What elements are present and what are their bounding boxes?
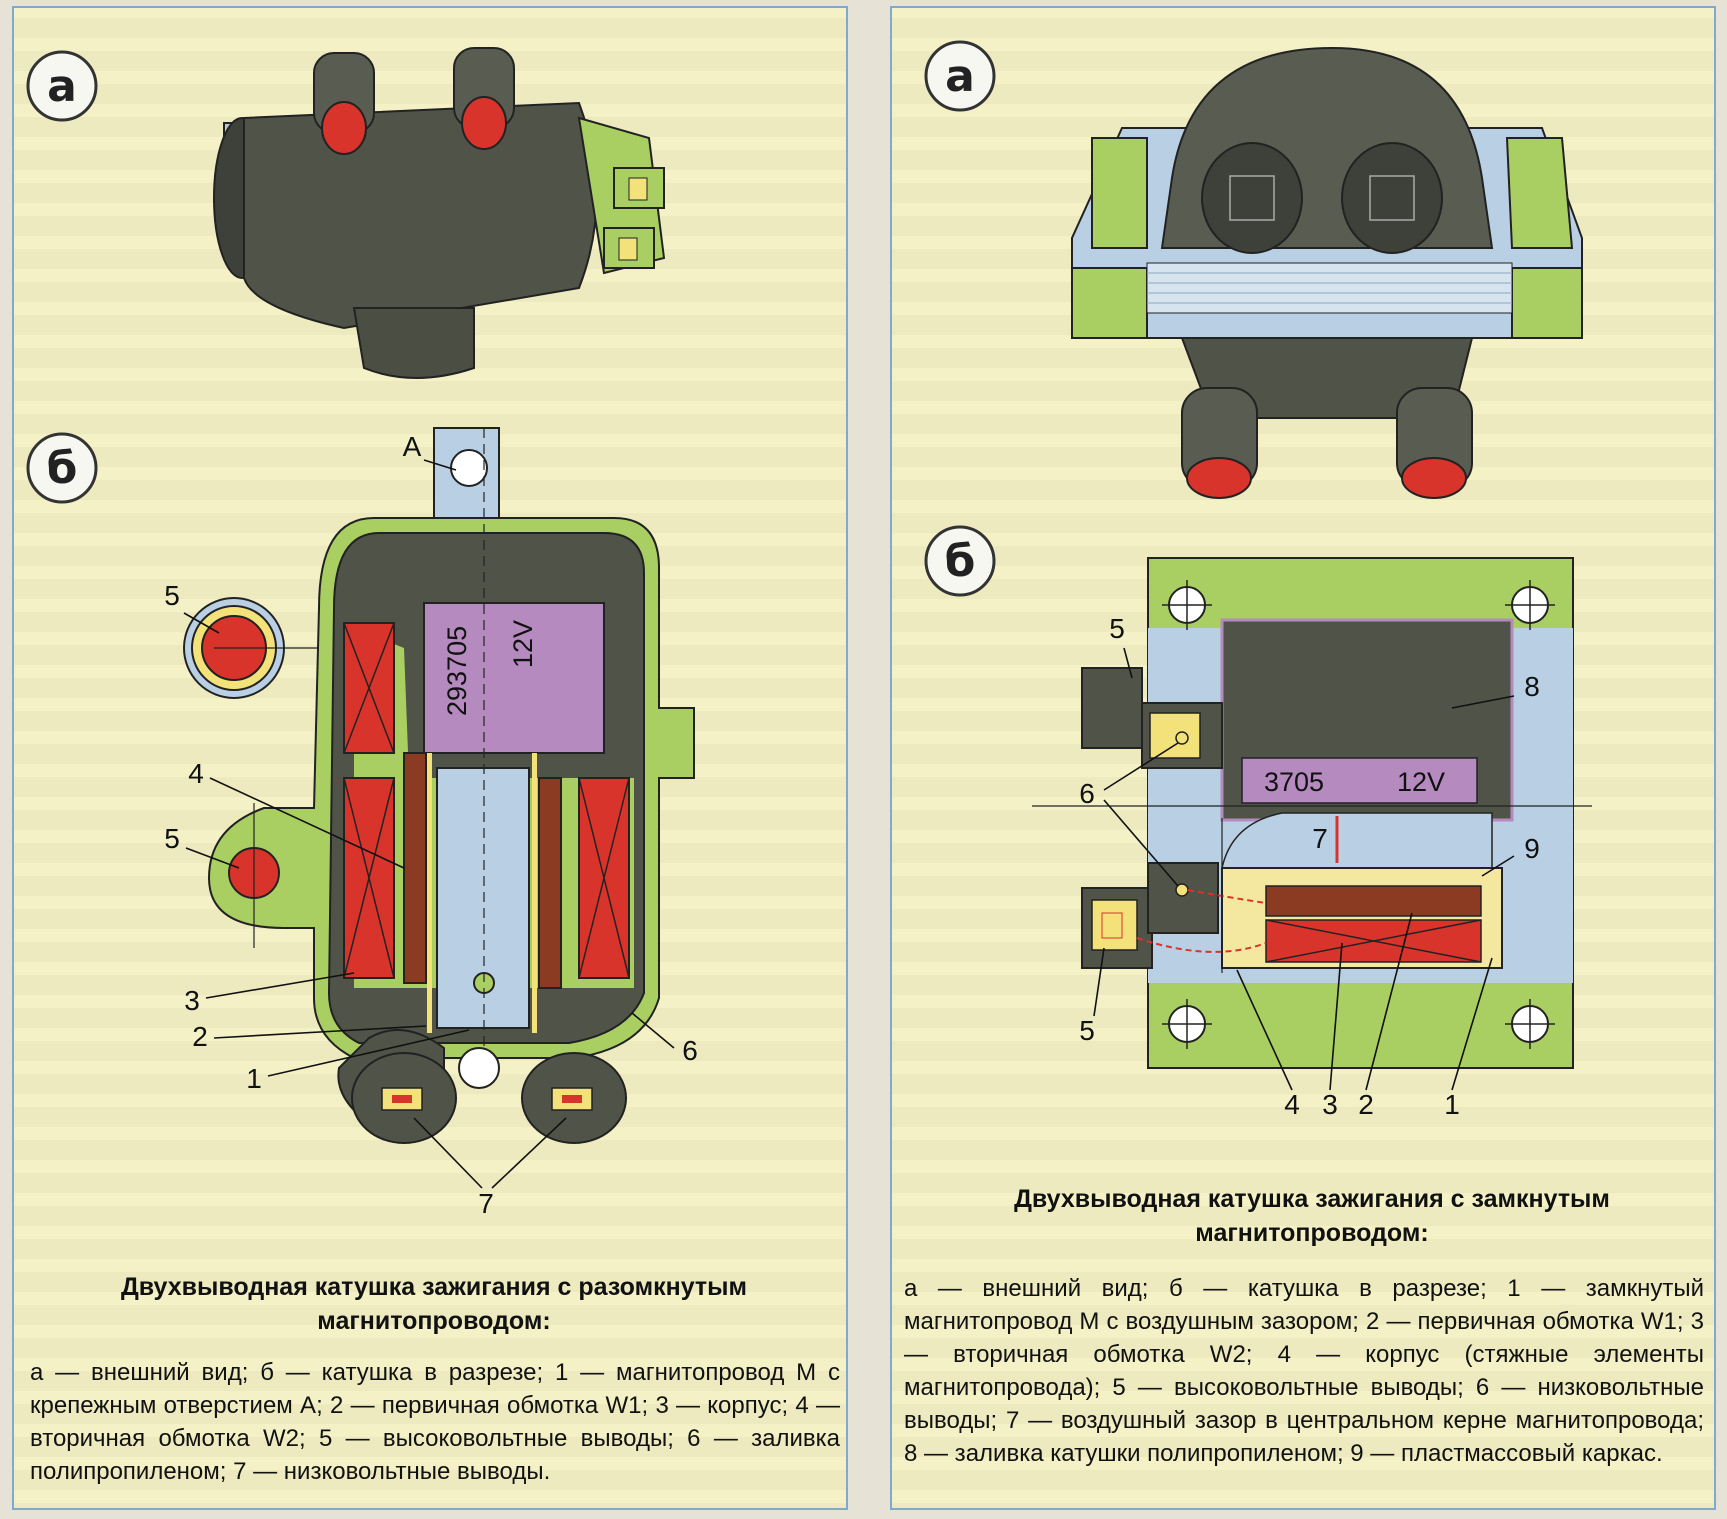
callout-9: 9 [1524, 833, 1540, 864]
coil-cross-section: 3705 12V [1032, 557, 1592, 1069]
right-figure-panel: а б [890, 6, 1716, 1510]
left-core-voltage: 12V [508, 620, 538, 668]
callout-7: 7 [478, 1188, 494, 1219]
faded-text-row [14, 1338, 846, 1358]
faded-text-row [14, 1173, 846, 1193]
faded-text-row [14, 414, 846, 434]
left-callouts: A 5 4 5 3 2 1 6 7 [164, 431, 698, 1219]
callout-3: 3 [1322, 1089, 1338, 1120]
faded-text-row [892, 18, 1714, 38]
faded-text-row [892, 1404, 1714, 1424]
right-caption-body: а — внешний вид; б — катушка в разрезе; … [904, 1275, 1704, 1467]
left-caption-body: а — внешний вид; б — катушка в разрезе; … [30, 1359, 840, 1485]
faded-text-row [892, 1470, 1714, 1490]
badge-b-left: б [47, 443, 78, 494]
left-diagram: а б 293705 1 2 [26, 47, 698, 1219]
faded-text-row [892, 1305, 1714, 1325]
faded-text-row [892, 1140, 1714, 1160]
left-core-code: 293705 [442, 626, 472, 716]
faded-text-row [14, 1206, 846, 1226]
right-core-voltage: 12V [1397, 767, 1445, 797]
faded-text-row [14, 381, 846, 401]
badge-b-right: б [945, 536, 976, 587]
left-caption-title: Двухвыводная катушка зажигания с разомкн… [120, 1273, 748, 1335]
badge-a-left: а [47, 61, 77, 112]
callout-label-A: A [403, 431, 422, 462]
coil-cross-section: 293705 12V [183, 427, 695, 1144]
faded-text-row [14, 1305, 846, 1325]
faded-text-row [14, 1371, 846, 1391]
faded-text-row [892, 447, 1714, 467]
faded-text-row [892, 480, 1714, 500]
faded-text-row [14, 1437, 846, 1457]
faded-text-row [892, 1173, 1714, 1193]
callout-5-top: 5 [1109, 613, 1125, 644]
callout-2: 2 [192, 1021, 208, 1052]
right-core-code: 3705 [1264, 767, 1324, 797]
faded-text-row [892, 1206, 1714, 1226]
faded-text-row [14, 1272, 846, 1292]
faded-text-row [892, 513, 1714, 533]
faded-text-row [14, 480, 846, 500]
faded-text-row [892, 1272, 1714, 1292]
left-figure-panel: а б 293705 1 2 [12, 6, 848, 1510]
faded-text-row [14, 84, 846, 104]
callout-5-bottom: 5 [164, 823, 180, 854]
faded-text-row [892, 1503, 1714, 1508]
callout-1: 1 [246, 1063, 262, 1094]
coil-external-view [1071, 46, 1583, 499]
badge-a-circle [26, 50, 98, 122]
callout-3: 3 [184, 985, 200, 1016]
faded-text-row [892, 1107, 1714, 1127]
callout-4: 4 [1284, 1089, 1300, 1120]
callout-7: 7 [1312, 823, 1328, 854]
faded-text-row [892, 414, 1714, 434]
badge-a-circle [924, 40, 996, 112]
badge-b-circle [26, 432, 98, 504]
callout-5-bottom: 5 [1079, 1015, 1095, 1046]
callout-5-top: 5 [164, 580, 180, 611]
right-diagram: а б [924, 40, 1592, 1120]
faded-text-row [14, 1140, 846, 1160]
faded-text-row [14, 1239, 846, 1259]
faded-text-row [892, 1338, 1714, 1358]
faded-text-row [14, 1503, 846, 1508]
faded-text-row [892, 1371, 1714, 1391]
coil-external-view [213, 47, 666, 379]
right-callouts: 5 8 6 7 9 5 4 3 2 1 [1079, 613, 1540, 1120]
faded-text-row [14, 51, 846, 71]
faded-text-row [892, 1239, 1714, 1259]
faded-text-row [14, 18, 846, 38]
callout-2: 2 [1358, 1089, 1374, 1120]
callout-6: 6 [1079, 778, 1095, 809]
callout-6: 6 [682, 1035, 698, 1066]
faded-text-row [14, 447, 846, 467]
badge-b-circle [924, 525, 996, 597]
callout-4: 4 [188, 758, 204, 789]
callout-8: 8 [1524, 671, 1540, 702]
faded-text-row [892, 1437, 1714, 1457]
faded-text-row [892, 1074, 1714, 1094]
faded-text-row [14, 1470, 846, 1490]
faded-text-row [14, 1404, 846, 1424]
right-caption-title: Двухвыводная катушка зажигания с замкнут… [1014, 1185, 1610, 1247]
badge-a-right: а [945, 51, 975, 102]
callout-1: 1 [1444, 1089, 1460, 1120]
